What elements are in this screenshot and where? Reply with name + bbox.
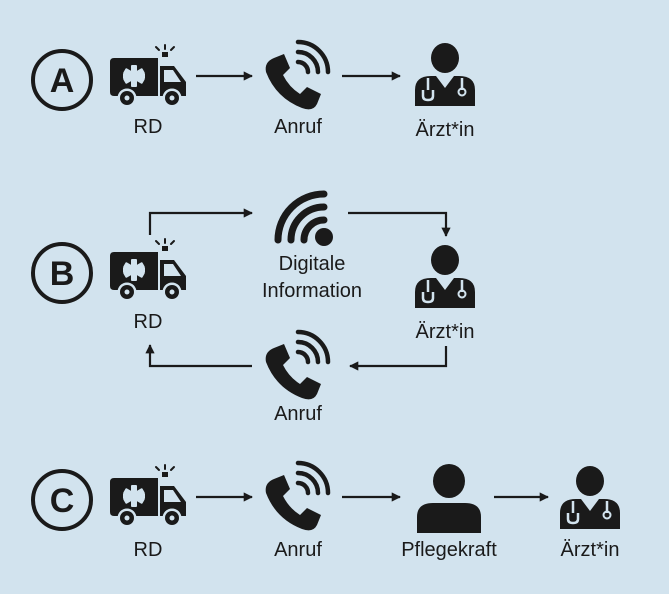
row-letter: B <box>50 255 75 293</box>
digital-info-label-line1: Digitale <box>279 253 346 275</box>
arrow-icon <box>348 211 451 237</box>
doctor-label: Ärzt*in <box>416 119 475 141</box>
call-label: Anruf <box>274 539 322 561</box>
call-label: Anruf <box>274 403 322 425</box>
ambulance-label: RD <box>134 311 163 333</box>
nurse-icon <box>417 464 481 533</box>
digital-info-label-line2: Information <box>262 280 362 302</box>
ambulance-label: RD <box>134 539 163 561</box>
row-letter: A <box>50 62 75 100</box>
row-b: B RD Digitale Information Ärzt*in Anruf <box>31 190 477 425</box>
arrow-icon <box>148 208 253 235</box>
phone-icon <box>266 332 328 399</box>
arrow-icon <box>145 344 252 368</box>
ambulance-icon <box>109 238 187 303</box>
phone-icon <box>266 42 328 109</box>
doctor-icon <box>413 41 477 108</box>
row-c: C RD Anruf Pflegekraft Ärzt*in <box>31 463 622 561</box>
row-letter-badge: B <box>31 242 93 304</box>
doctor-icon <box>413 243 477 310</box>
ambulance-icon <box>109 464 187 529</box>
ambulance-icon <box>109 44 187 109</box>
row-letter-badge: C <box>31 469 93 531</box>
phone-icon <box>266 463 328 530</box>
row-a: A RD Anruf Ärzt*in <box>31 41 477 141</box>
wifi-signal-icon <box>274 190 333 246</box>
doctor-label: Ärzt*in <box>416 321 475 343</box>
arrow-icon <box>349 346 448 371</box>
row-letter: C <box>50 482 75 520</box>
row-letter-badge: A <box>31 49 93 111</box>
doctor-label: Ärzt*in <box>561 539 620 561</box>
call-label: Anruf <box>274 116 322 138</box>
ambulance-label: RD <box>134 116 163 138</box>
nurse-label: Pflegekraft <box>401 539 497 561</box>
doctor-icon <box>558 464 622 531</box>
